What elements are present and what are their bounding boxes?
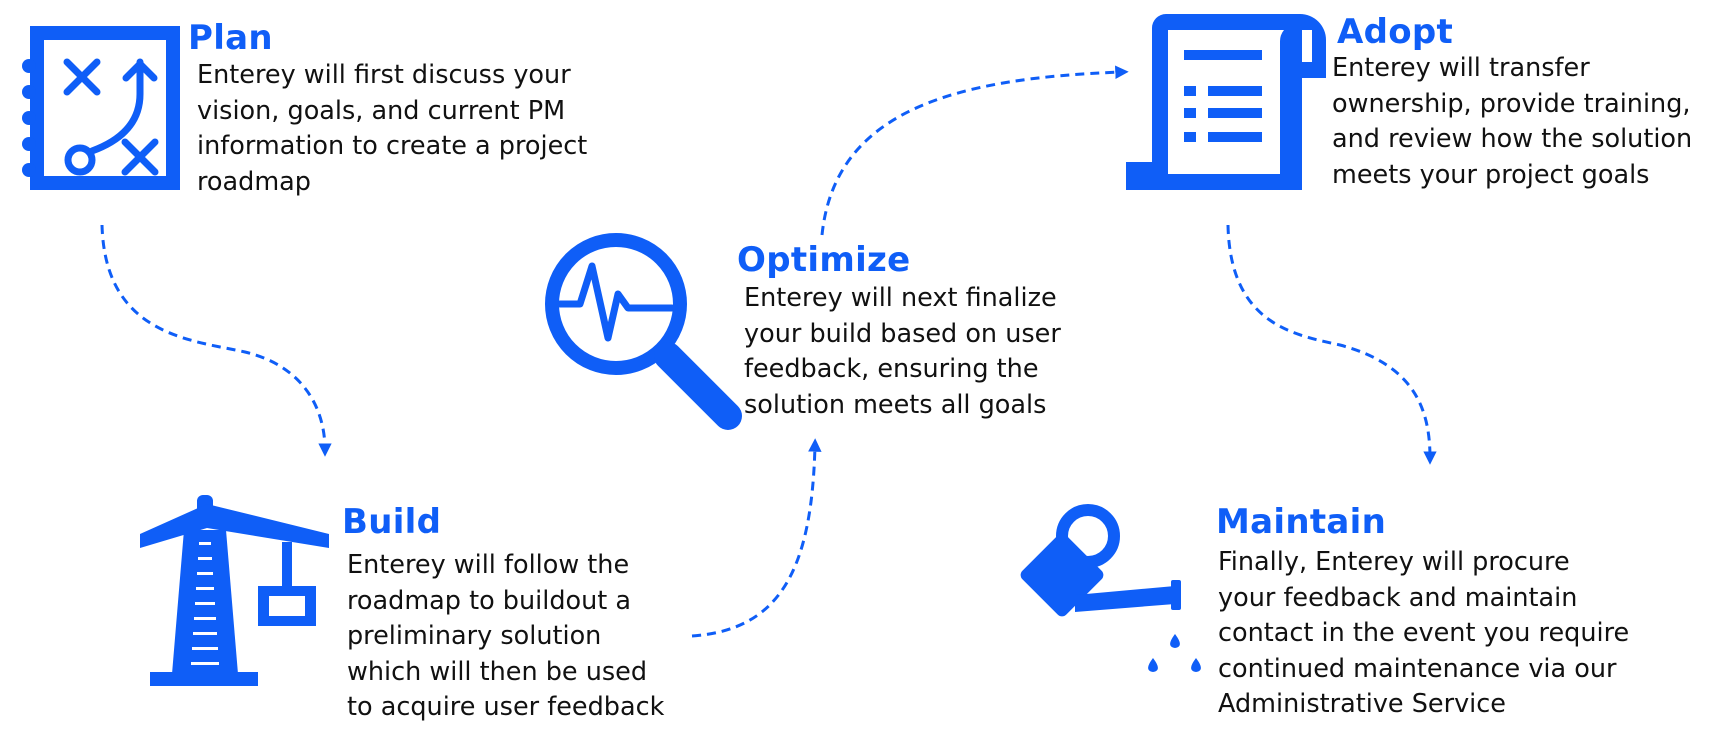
description-line: your build based on user (744, 318, 1061, 349)
step-description-maintain: Finally, Enterey will procure your feedb… (1218, 545, 1629, 723)
connector-adopt-to-maintain (1226, 224, 1437, 465)
step-title-maintain: Maintain (1216, 502, 1387, 542)
watering-can-icon (1020, 504, 1201, 672)
description-line: which will then be used (347, 656, 648, 687)
description-line: to acquire user feedback (347, 692, 665, 722)
description-line: your feedback and maintain (1218, 582, 1578, 613)
description-line: and review how the solution (1332, 124, 1693, 154)
roadmap-icon (22, 26, 180, 190)
connector-plan-to-build (100, 224, 332, 457)
step-title-adopt: Adopt (1337, 12, 1454, 52)
description-line: continued maintenance via our (1218, 653, 1617, 684)
description-line: Enterey will follow the (347, 550, 630, 580)
description-line: Enterey will first discuss your (197, 60, 571, 90)
description-line: solution meets all goals (744, 389, 1047, 420)
description-line: Finally, Enterey will procure (1218, 547, 1570, 577)
connector-optimize-to-adopt (820, 65, 1129, 236)
step-description-adopt: Enterey will transfer ownership, provide… (1332, 51, 1692, 193)
description-line: information to create a project (197, 131, 588, 161)
description-line: Administrative Service (1218, 689, 1506, 719)
step-description-plan: Enterey will first discuss your vision, … (197, 58, 587, 200)
step-title-build: Build (342, 502, 442, 542)
step-title-plan: Plan (188, 18, 273, 58)
document-scroll-icon (1126, 14, 1326, 190)
step-title-optimize: Optimize (737, 240, 911, 280)
description-line: Enterey will next finalize (744, 283, 1057, 313)
description-line: preliminary solution (347, 621, 602, 651)
description-line: roadmap to buildout a (347, 585, 631, 616)
crane-icon (140, 495, 329, 686)
magnifier-pulse-icon (545, 233, 742, 430)
step-description-build: Enterey will follow the roadmap to build… (347, 548, 664, 726)
description-line: contact in the event you require (1218, 618, 1630, 648)
description-line: roadmap (197, 166, 311, 197)
description-line: Enterey will transfer (1332, 53, 1590, 83)
description-line: vision, goals, and current PM (197, 95, 566, 126)
connector-build-to-optimize (691, 438, 822, 638)
description-line: ownership, provide training, (1332, 88, 1691, 119)
step-description-optimize: Enterey will next finalize your build ba… (744, 281, 1061, 423)
description-line: feedback, ensuring the (744, 354, 1039, 384)
description-line: meets your project goals (1332, 159, 1650, 190)
